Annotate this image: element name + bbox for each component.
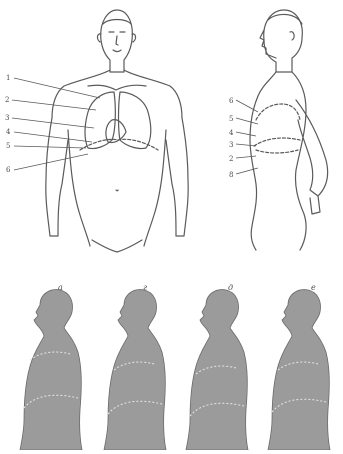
front-pointer-lines <box>12 78 100 170</box>
front-label-3: 3 <box>5 114 9 122</box>
silhouette-g <box>104 290 166 450</box>
silhouette-label-e: е <box>311 283 316 292</box>
side-label-4: 4 <box>229 129 234 137</box>
silhouette-e <box>268 290 330 450</box>
side-diaphragm <box>254 138 300 146</box>
front-label-2: 2 <box>5 96 9 104</box>
side-label-3: 3 <box>229 141 233 149</box>
front-labels: 1 2 3 4 5 6 <box>5 74 11 174</box>
front-label-4: 4 <box>6 128 11 136</box>
silhouette-a <box>20 290 82 450</box>
side-ribcage <box>256 104 300 120</box>
front-label-6: 6 <box>6 166 11 174</box>
front-label-5: 5 <box>6 142 10 150</box>
side-pointer-lines <box>236 100 258 174</box>
front-body-view <box>46 10 188 252</box>
silhouette-d <box>186 290 248 450</box>
side-body-view <box>250 10 328 250</box>
side-label-6a: 6 <box>229 97 234 105</box>
silhouette-labels: а г д е <box>58 283 316 292</box>
front-label-1: 1 <box>6 74 10 82</box>
side-label-2: 2 <box>229 155 233 163</box>
side-label-8: 8 <box>229 171 233 179</box>
side-labels: 6 5 4 3 2 8 <box>229 97 234 179</box>
side-label-5: 5 <box>229 115 233 123</box>
